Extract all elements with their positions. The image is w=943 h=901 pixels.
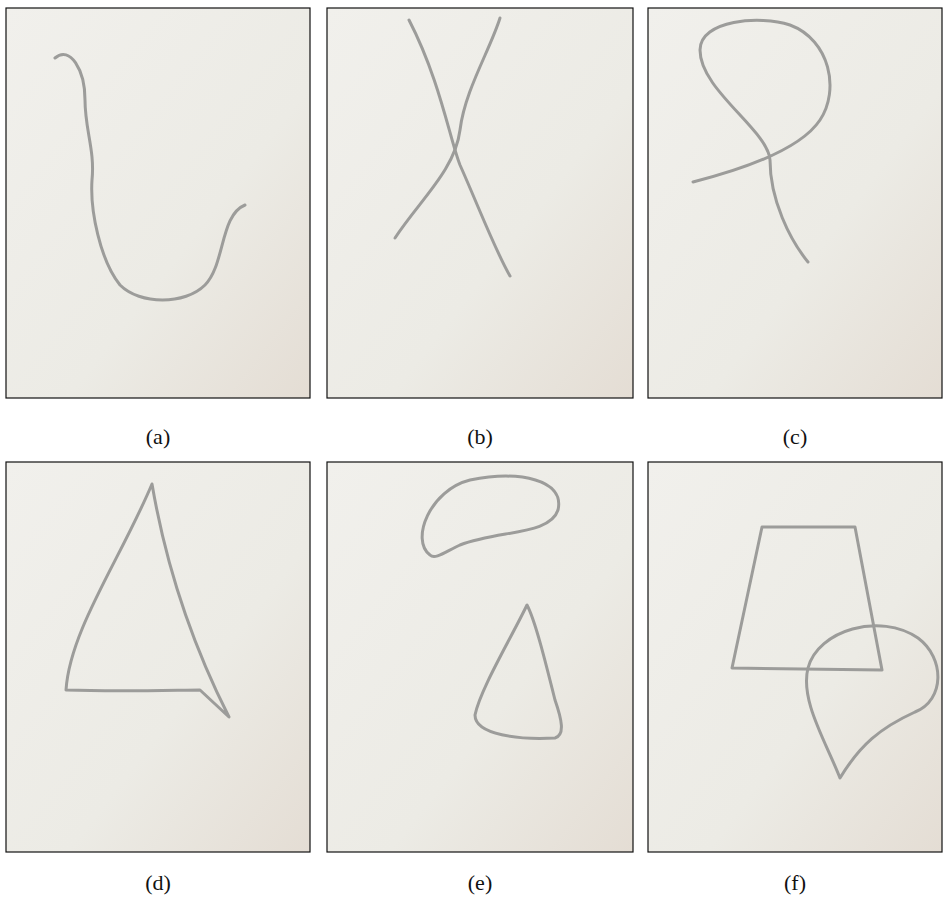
closed-triangle bbox=[475, 605, 561, 738]
photo-panel bbox=[327, 462, 633, 852]
panel-label: (d) bbox=[145, 870, 171, 896]
photo-panel bbox=[6, 8, 310, 398]
panel-label: (f) bbox=[784, 870, 806, 896]
photo-panel bbox=[327, 8, 633, 398]
self-crossing-curve bbox=[693, 20, 830, 262]
panel-label: (c) bbox=[783, 424, 807, 450]
crossing-stroke bbox=[409, 20, 510, 276]
photo-panel bbox=[6, 462, 310, 852]
open-curve bbox=[55, 54, 245, 300]
panel-label: (a) bbox=[146, 424, 170, 450]
closed-blob bbox=[422, 476, 559, 556]
panel-label: (e) bbox=[468, 870, 492, 896]
photo-panel bbox=[648, 462, 942, 852]
closed-triangle bbox=[66, 484, 229, 717]
closed-blob bbox=[806, 626, 937, 778]
closed-trapezoid bbox=[732, 527, 882, 670]
photo-panel bbox=[648, 8, 942, 398]
panel-label: (b) bbox=[467, 424, 493, 450]
